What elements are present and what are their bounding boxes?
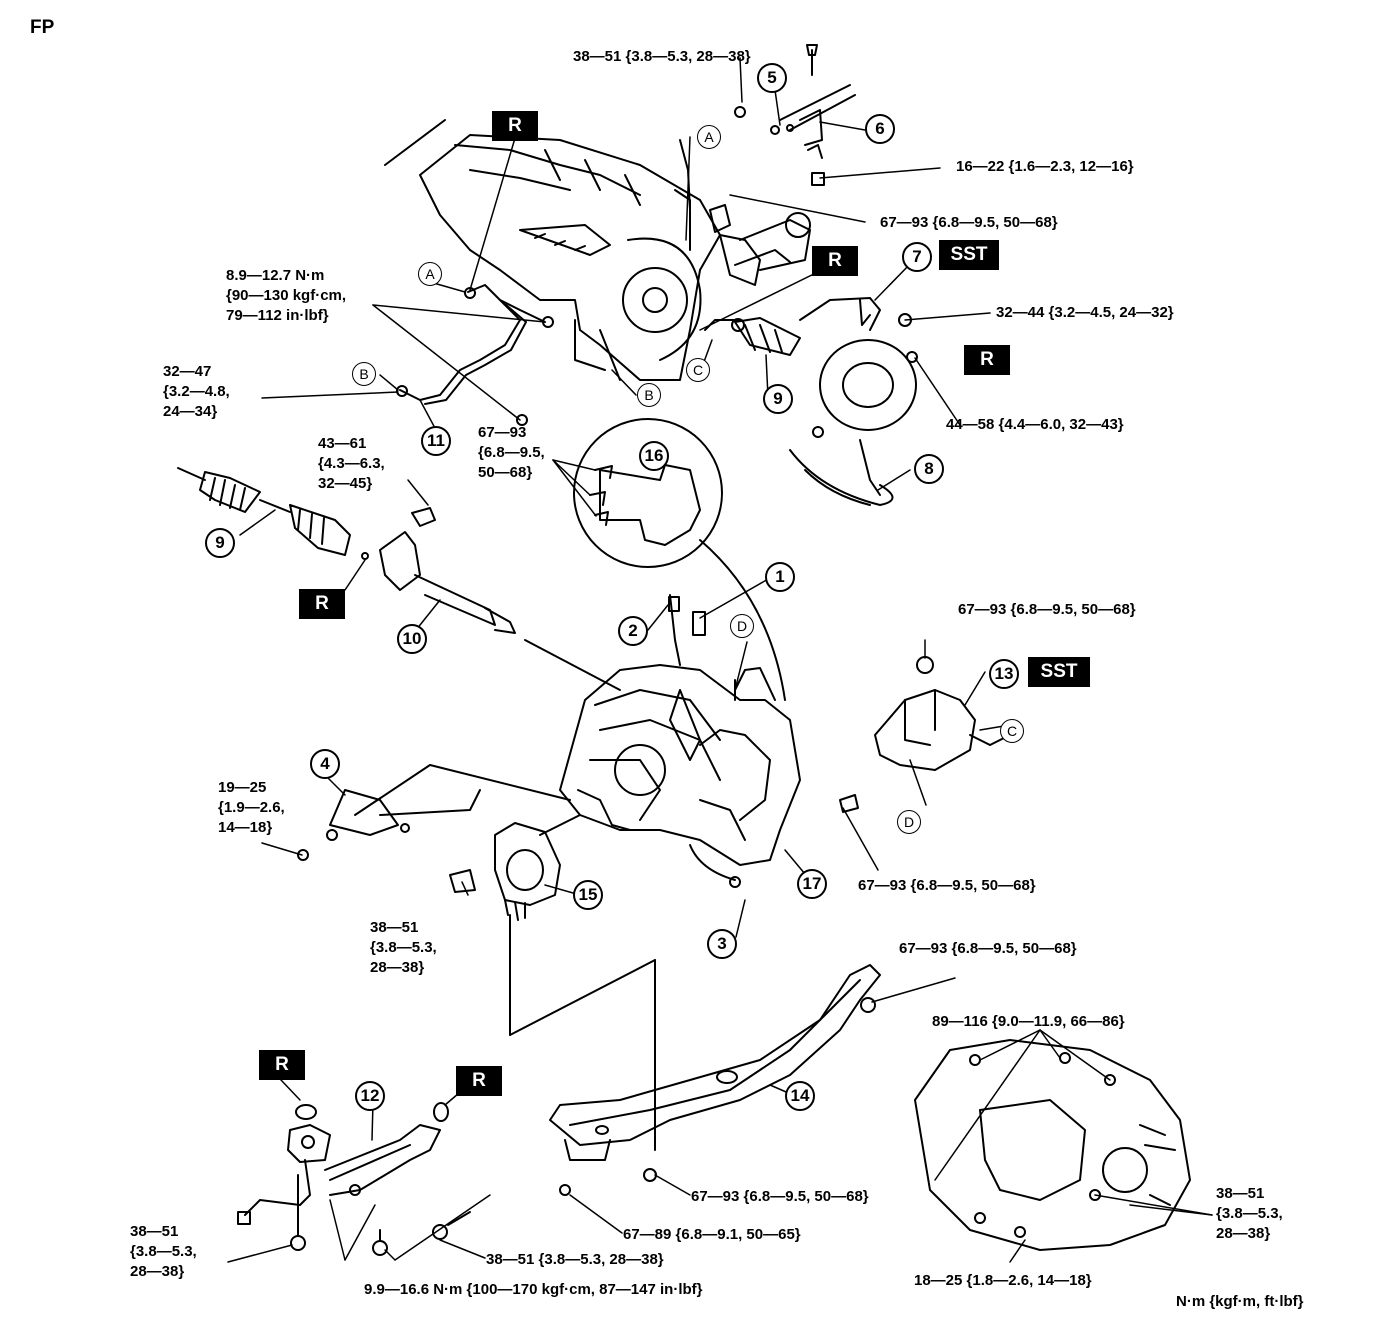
torque-spec: 32—44 {3.2—4.5, 24—32} (996, 304, 1174, 321)
torque-spec: 24—34} (163, 403, 218, 420)
callout-13: 13 (989, 659, 1019, 689)
callout-16: 16 (639, 441, 669, 471)
torque-spec: 9.9—16.6 N·m {100—170 kgf·cm, 87—147 in·… (364, 1281, 703, 1298)
torque-spec: 38—51 {3.8—5.3, 28—38} (573, 48, 751, 65)
ref-letter-d: D (730, 614, 754, 638)
torque-spec: 18—25 {1.8—2.6, 14—18} (914, 1272, 1092, 1289)
torque-spec: 16—22 {1.6—2.3, 12—16} (956, 158, 1134, 175)
callout-3: 3 (707, 929, 737, 959)
torque-spec: 44—58 {4.4—6.0, 32—43} (946, 416, 1124, 433)
torque-spec: {6.8—9.5, (478, 444, 545, 461)
leader-lines (227, 57, 1213, 1263)
torque-spec: 67—93 (478, 424, 527, 441)
callout-1: 1 (765, 562, 795, 592)
joint-shaft (379, 507, 516, 634)
callout-9: 9 (205, 528, 235, 558)
ref-letter-b: B (352, 362, 376, 386)
bracket-4 (297, 764, 571, 861)
shift-cable-bracket (734, 44, 856, 186)
callout-5: 5 (757, 63, 787, 93)
torque-spec: 67—93 {6.8—9.5, 50—68} (880, 214, 1058, 231)
torque-spec: 50—68} (478, 464, 533, 481)
torque-spec: {1.9—2.6, (218, 799, 285, 816)
torque-spec: {90—130 kgf·cm, (226, 287, 347, 304)
left-driveshaft (177, 467, 369, 560)
transaxle-case (559, 594, 801, 888)
callout-9: 9 (763, 384, 793, 414)
torque-spec: 67—89 {6.8—9.1, 50—65} (623, 1226, 801, 1243)
ref-letter-c: C (686, 358, 710, 382)
ref-letter-d: D (897, 810, 921, 834)
torque-spec: 38—51 (130, 1223, 179, 1240)
torque-spec: 32—47 (163, 363, 212, 380)
torque-spec: {3.8—5.3, (370, 939, 437, 956)
mount-bracket-13 (839, 656, 1011, 813)
right-driveshaft (731, 297, 918, 506)
torque-spec: 28—38} (370, 959, 425, 976)
torque-spec: 67—93 {6.8—9.5, 50—68} (691, 1188, 869, 1205)
engine-pipe-part11 (396, 284, 554, 426)
engine-mount-15 (449, 814, 581, 921)
callout-12: 12 (355, 1081, 385, 1111)
assembly-guide-lines (509, 639, 656, 1151)
torque-spec: 19—25 (218, 779, 267, 796)
replace-badge: R (812, 246, 858, 276)
callout-7: 7 (902, 242, 932, 272)
torque-spec: 14—18} (218, 819, 273, 836)
torque-spec: {3.2—4.8, (163, 383, 230, 400)
unit-note: N·m {kgf·m, ft·lbf} (1176, 1293, 1304, 1310)
clutch-housing (914, 1039, 1191, 1251)
callout-15: 15 (573, 880, 603, 910)
torque-spec: 79—112 in·lbf} (226, 307, 329, 324)
ref-letter-c: C (1000, 719, 1024, 743)
torque-spec: 8.9—12.7 N·m (226, 267, 325, 284)
torque-spec: 28—38} (130, 1263, 185, 1280)
torque-spec: 67—93 {6.8—9.5, 50—68} (958, 601, 1136, 618)
torque-spec: 38—51 {3.8—5.3, 28—38} (486, 1251, 664, 1268)
torque-spec: 38—51 (370, 919, 419, 936)
torque-spec: {4.3—6.3, (318, 455, 385, 472)
ref-letter-a: A (697, 125, 721, 149)
callout-11: 11 (421, 426, 451, 456)
corner-label: FP (30, 17, 55, 38)
replace-badge: R (259, 1050, 305, 1080)
callout-14: 14 (785, 1081, 815, 1111)
callout-2: 2 (618, 616, 648, 646)
engine-right-parts (704, 204, 811, 331)
torque-spec: 32—45} (318, 475, 373, 492)
callout-17: 17 (797, 869, 827, 899)
callout-6: 6 (865, 114, 895, 144)
torque-spec: {3.8—5.3, (130, 1243, 197, 1260)
ref-letter-b: B (637, 383, 661, 407)
torque-spec: 89—116 {9.0—11.9, 66—86} (932, 1013, 1125, 1030)
inset-detail-16 (573, 418, 786, 701)
engine-block-drawing (384, 119, 721, 381)
crossmember-14 (549, 964, 881, 1196)
replace-badge: R (456, 1066, 502, 1096)
torque-spec: 67—93 {6.8—9.5, 50—68} (858, 877, 1036, 894)
replace-badge: R (299, 589, 345, 619)
torque-spec: 38—51 (1216, 1185, 1265, 1202)
exhaust-pipe-12 (237, 1102, 471, 1256)
torque-spec: 28—38} (1216, 1225, 1271, 1242)
torque-spec: 43—61 (318, 435, 367, 452)
callout-8: 8 (914, 454, 944, 484)
sst-badge: SST (1028, 657, 1090, 687)
sst-badge: SST (939, 240, 999, 270)
replace-badge: R (964, 345, 1010, 375)
callout-10: 10 (397, 624, 427, 654)
torque-spec: 67—93 {6.8—9.5, 50—68} (899, 940, 1077, 957)
torque-spec: {3.8—5.3, (1216, 1205, 1283, 1222)
ref-letter-a: A (418, 262, 442, 286)
callout-4: 4 (310, 749, 340, 779)
replace-badge: R (492, 111, 538, 141)
